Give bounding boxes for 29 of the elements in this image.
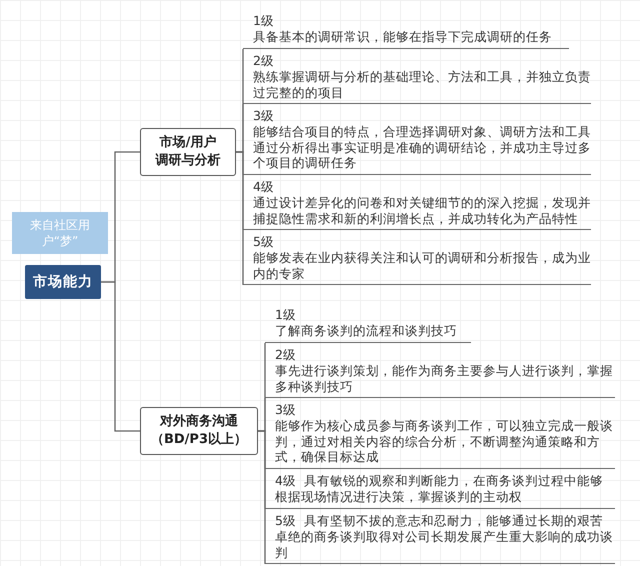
- topic-box: [25, 265, 101, 299]
- level-description: 具备基本的调研常识，能够在指导下完成调研的任务: [253, 28, 553, 44]
- topic-text: 来自社区用户“梦”: [29, 216, 91, 250]
- level-description: 能够发表在业内获得关注和认可的调研和分析报告，成为业内的专家: [253, 250, 591, 282]
- level-title: 3级: [275, 402, 297, 418]
- connector-line: [101, 281, 140, 432]
- connector-line: [236, 151, 244, 285]
- topic-text: 市场能力: [33, 273, 93, 291]
- level-description: 能够作为核心成员参与商务谈判工作，可以独立完成一般谈判，通过对相关内容的综合分析，不断调整沟通策略和方式，确保目标达成: [275, 418, 614, 465]
- level-title: 2级: [253, 53, 275, 69]
- level-title: 3级: [253, 108, 275, 124]
- level-description: 事先进行谈判策划，能作为商务主要参与人进行谈判，掌握多种谈判技巧: [275, 362, 614, 394]
- level-description: 通过设计差异化的问卷和对关键细节的的深入挖掘，发现并捕捉隐性需求和新的利润增长点，并成功转化为产品特性: [253, 194, 591, 226]
- connector-line: [258, 430, 266, 564]
- level-title: 1级: [253, 13, 275, 29]
- level-title: 1级: [275, 307, 297, 323]
- level-description: 5级 具有坚韧不拔的意志和忍耐力，能够通过长期的艰苦卓绝的商务谈判取得对公司长期发展产生重大影响的成功谈判: [275, 513, 614, 560]
- level-description: 能够结合项目的特点，合理选择调研对象、调研方法和工具通过分析得出事实证明是准确的调研结论，并成功主导过多个项目的调研任务: [253, 124, 591, 171]
- topic-text: 市场/用户调研与分析: [154, 134, 222, 170]
- topic-text: 对外商务沟通（BD/P3以上）: [150, 412, 248, 449]
- level-description: 了解商务谈判的流程和谈判技巧: [275, 322, 458, 338]
- level-description: 熟练掌握调研与分析的基础理论、方法和工具，并独立负责过完整的的项目: [253, 68, 591, 100]
- note-box: [12, 212, 108, 254]
- level-title: 2级: [275, 347, 297, 363]
- subtopic-box: [140, 128, 236, 176]
- level-description: 4级 具有敏锐的观察和判断能力，在商务谈判过程中能够根据现场情况进行决策，掌握谈判的主动权: [275, 473, 604, 504]
- level-title: 4级: [253, 179, 275, 195]
- level-title: 5级: [253, 234, 275, 250]
- subtopic-box: [140, 407, 258, 455]
